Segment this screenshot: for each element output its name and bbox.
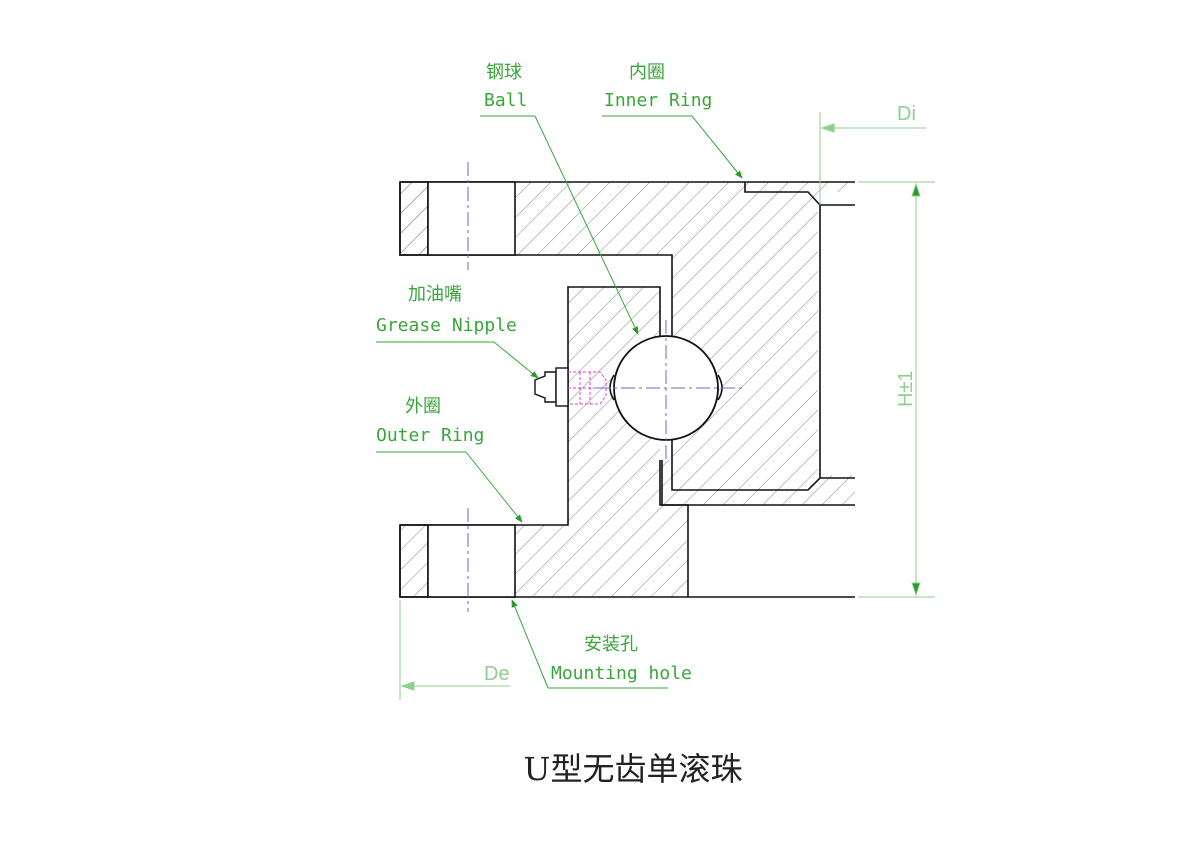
label-mounting-hole-cn: 安装孔 bbox=[584, 634, 638, 655]
grease-nipple bbox=[534, 367, 614, 407]
leader-lines bbox=[376, 115, 743, 689]
dimension-lines bbox=[399, 112, 935, 700]
label-grease-nipple-cn: 加油嘴 bbox=[408, 284, 462, 305]
inner-ring-section bbox=[399, 181, 855, 506]
dimension-de: De bbox=[484, 663, 510, 685]
label-grease-nipple-en: Grease Nipple bbox=[376, 315, 517, 336]
drawing-caption: U型无齿单滚珠 bbox=[524, 750, 743, 788]
dimension-di: Di bbox=[897, 103, 916, 125]
label-outer-ring-en: Outer Ring bbox=[376, 425, 484, 446]
dimension-height: H±1 bbox=[895, 370, 917, 407]
center-lines bbox=[467, 162, 745, 612]
label-ball-cn: 钢球 bbox=[486, 62, 522, 83]
label-mounting-hole-en: Mounting hole bbox=[551, 663, 692, 684]
label-inner-ring-en: Inner Ring bbox=[604, 90, 712, 111]
label-inner-ring-cn: 内圈 bbox=[629, 62, 665, 83]
label-outer-ring-cn: 外圈 bbox=[405, 396, 441, 417]
label-ball-en: Ball bbox=[484, 90, 527, 111]
outer-ring-section bbox=[399, 286, 855, 598]
